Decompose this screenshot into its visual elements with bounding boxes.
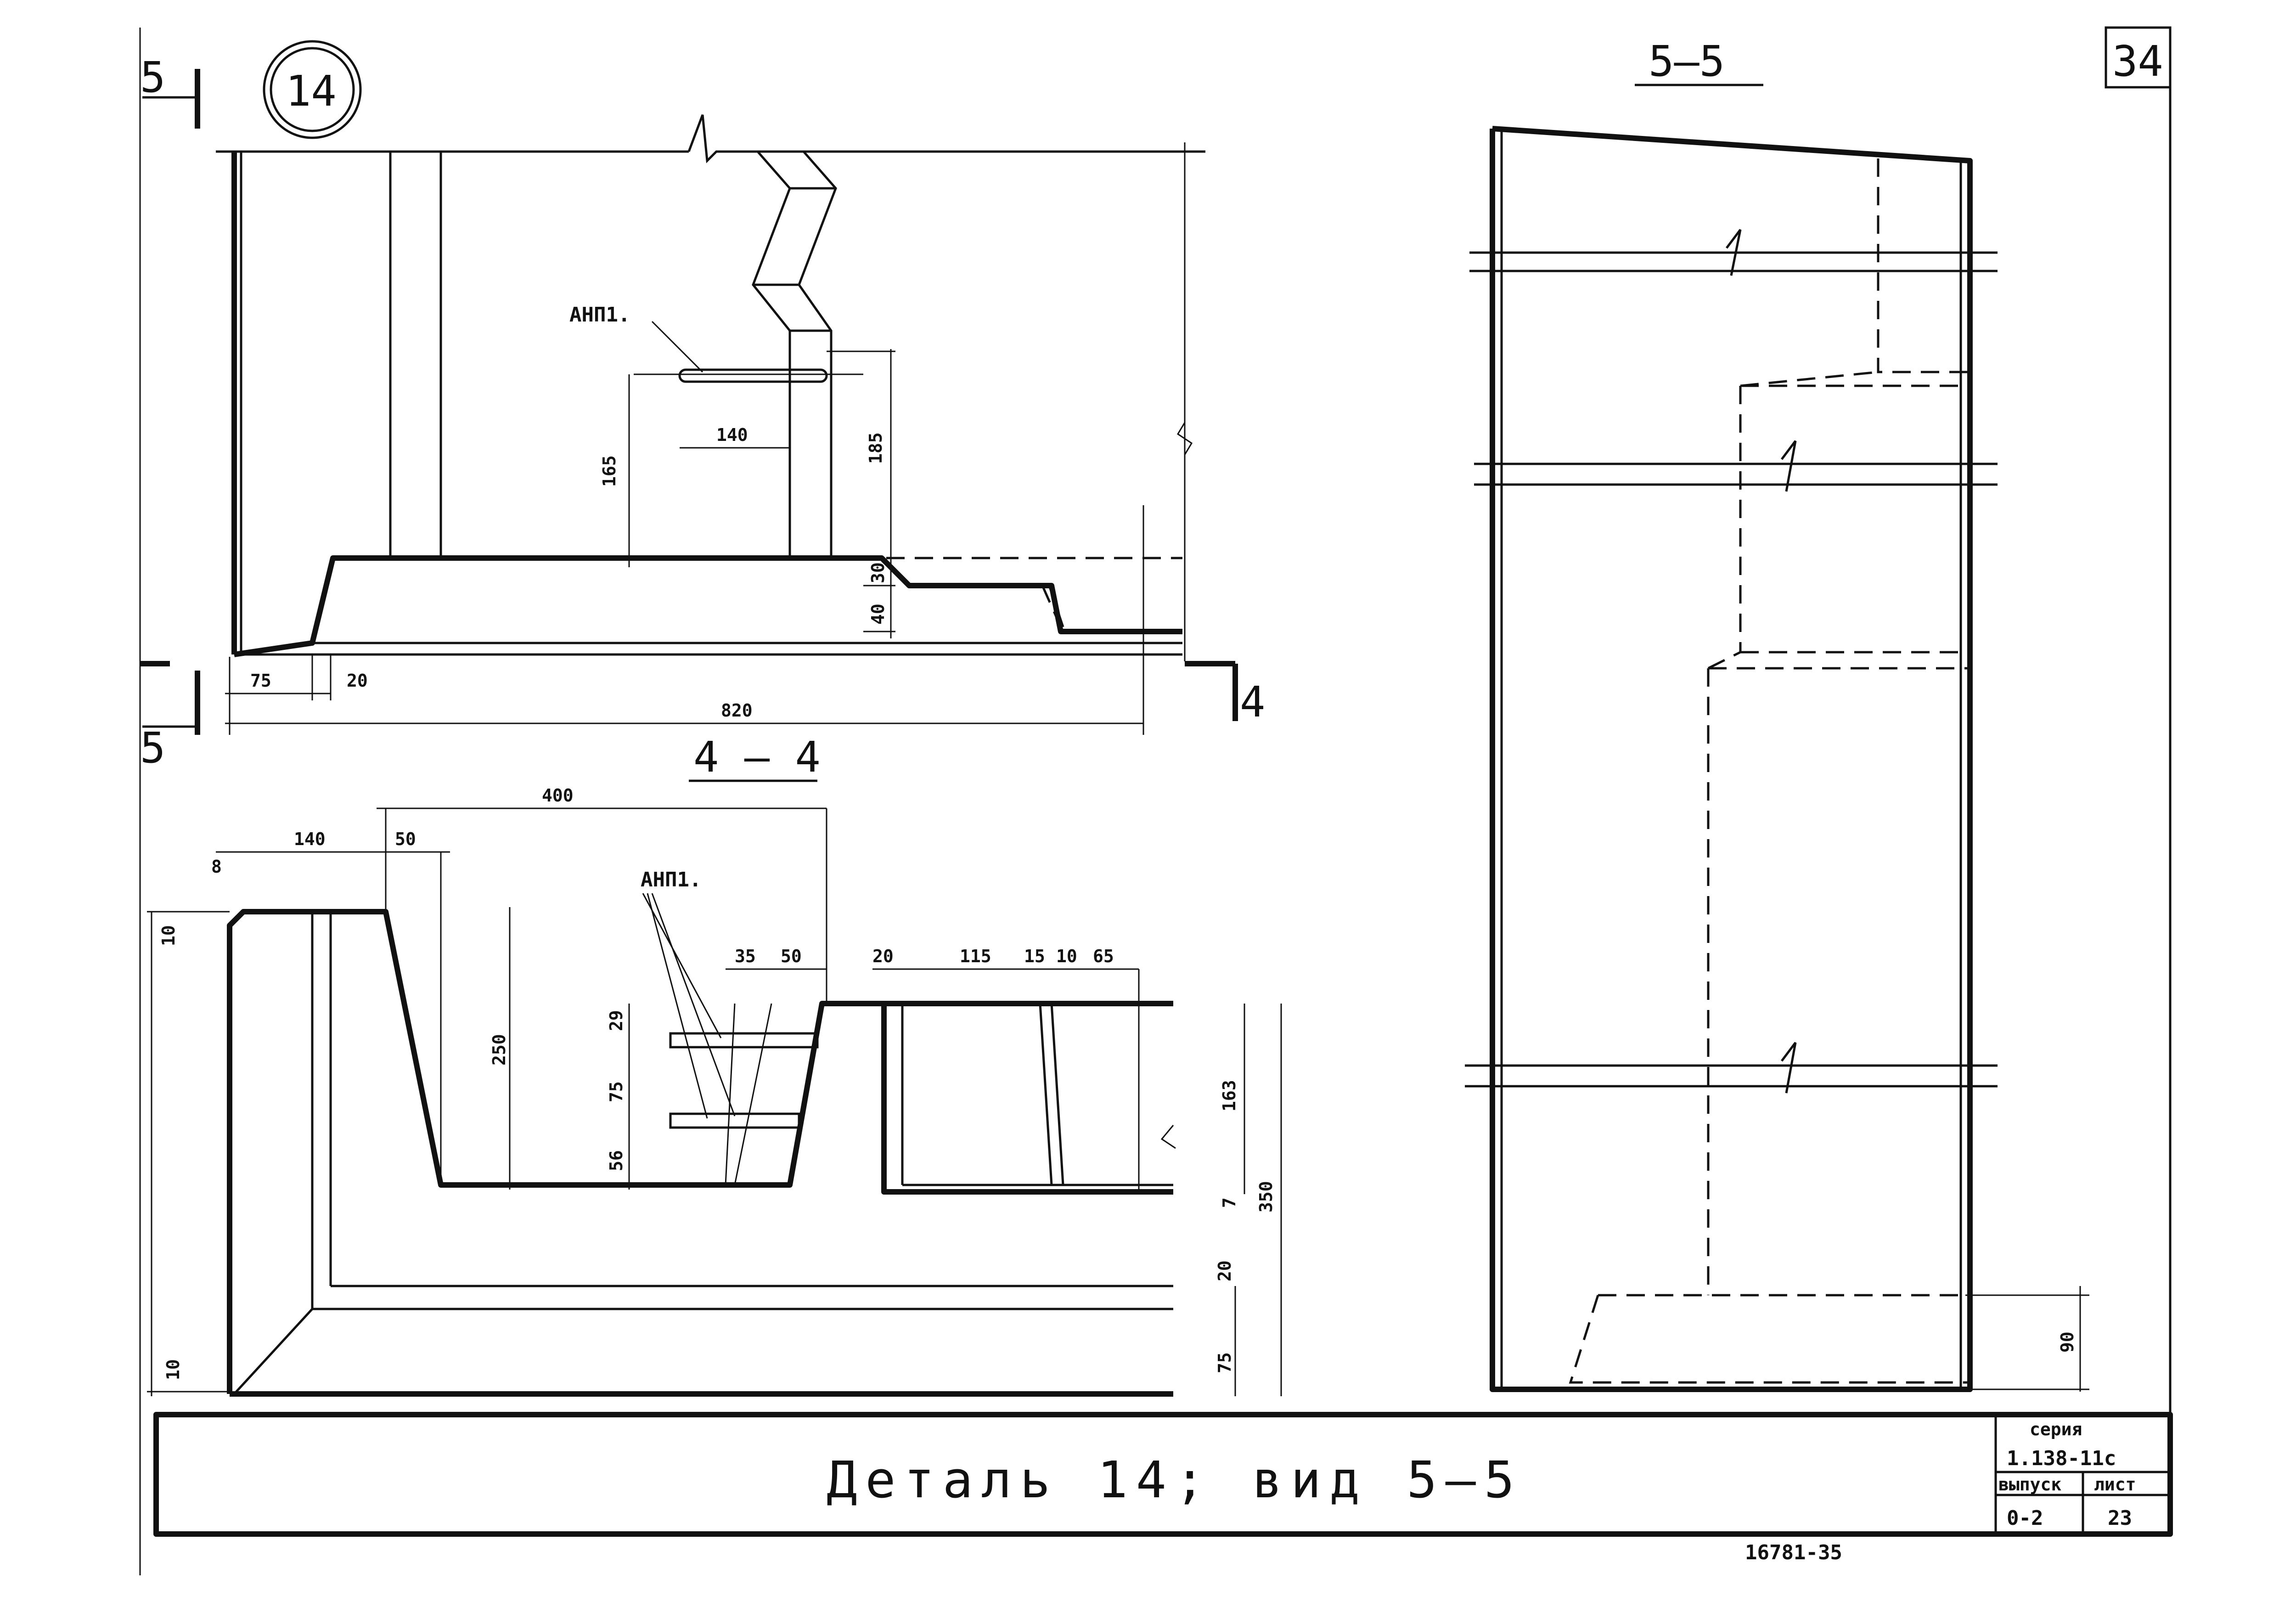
- top-dim-185: 185: [866, 432, 886, 464]
- top-dim-165: 165: [599, 455, 619, 487]
- s44-dim-140: 140: [294, 829, 326, 849]
- s44-dim-29: 29: [606, 1010, 626, 1031]
- top-dim-40: 40: [868, 604, 888, 625]
- corner-sheet-number: 34: [2112, 37, 2163, 86]
- series-label: серия: [2030, 1419, 2082, 1439]
- section-44-anp-label: АНП1.: [641, 868, 701, 891]
- drawing-title: Деталь 14; вид 5—5: [827, 1450, 1523, 1509]
- sheet-frame: [139, 26, 2172, 1575]
- top-dim-20: 20: [347, 671, 368, 691]
- section-44-title: 4 — 4: [693, 733, 821, 782]
- s44-dim-65: 65: [1093, 946, 1114, 966]
- s44-dim-20b: 20: [1215, 1260, 1235, 1281]
- s44-dim-350: 350: [1256, 1181, 1276, 1213]
- sheet-value: 23: [2108, 1506, 2132, 1530]
- top-dim-75: 75: [250, 671, 271, 691]
- section-4-marker: [1185, 661, 1238, 721]
- top-dim-30: 30: [868, 562, 888, 583]
- s44-dim-10: 10: [1056, 946, 1077, 966]
- section-5-marker-bottom: [140, 661, 200, 735]
- s44-dim-50b: 50: [781, 946, 802, 966]
- top-dim-820: 820: [721, 700, 753, 721]
- section-4-label: 4: [1240, 677, 1265, 727]
- s55-dim-90: 90: [2057, 1331, 2077, 1353]
- top-view-anp-label: АНП1.: [569, 303, 630, 327]
- section-44-outline: [227, 893, 1176, 1397]
- s44-dim-20: 20: [872, 946, 894, 966]
- section-5-label-top: 5: [140, 53, 165, 102]
- s44-dim-50: 50: [395, 829, 416, 849]
- s44-dim-250: 250: [489, 1034, 509, 1066]
- series-value: 1.138-11с: [2007, 1447, 2116, 1470]
- issue-label: выпуск: [1998, 1474, 2061, 1495]
- detail-marker: [263, 40, 362, 139]
- s44-dim-75b: 75: [1215, 1352, 1235, 1373]
- s44-dim-400: 400: [542, 785, 574, 806]
- footer-code: 16781-35: [1745, 1541, 1842, 1564]
- s44-dim-8: 8: [211, 857, 222, 877]
- s44-dim-10-top: 10: [158, 925, 179, 946]
- issue-value: 0-2: [2007, 1506, 2043, 1530]
- top-view-dimensions: [225, 349, 1144, 735]
- s44-dim-35: 35: [735, 946, 756, 966]
- title-block-frame: [153, 1412, 2173, 1537]
- section-55-outline: [1465, 126, 2089, 1392]
- s44-dim-7: 7: [1219, 1197, 1239, 1208]
- section-55-title: 5—5: [1649, 37, 1725, 86]
- s44-dim-56: 56: [606, 1150, 626, 1171]
- detail-number: 14: [286, 67, 337, 116]
- s44-dim-163: 163: [1219, 1080, 1239, 1111]
- section-5-marker-top: [142, 69, 200, 129]
- s44-dim-15: 15: [1024, 946, 1045, 966]
- section-44-dimensions: [147, 807, 1282, 1396]
- s44-dim-115: 115: [960, 946, 991, 966]
- top-view-outline: [216, 114, 1205, 661]
- sheet-label: лист: [2094, 1474, 2136, 1495]
- top-dim-140: 140: [716, 425, 748, 445]
- section-5-label-bottom: 5: [140, 723, 165, 773]
- s44-dim-75: 75: [606, 1081, 626, 1102]
- s44-dim-10-bot: 10: [163, 1359, 183, 1380]
